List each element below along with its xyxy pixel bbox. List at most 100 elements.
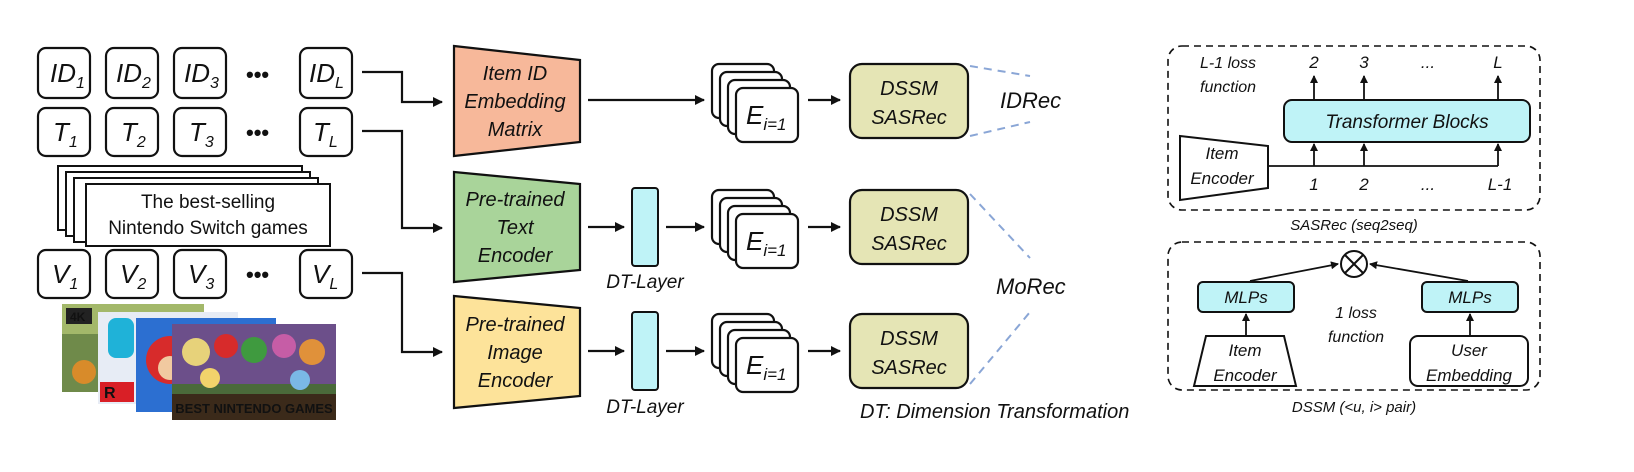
svg-text:Matrix: Matrix bbox=[488, 119, 543, 141]
id-token-2: ID2 bbox=[104, 46, 160, 100]
model-box-morec-image: DSSM SASRec bbox=[848, 312, 970, 390]
embedding-stack-image: Ei=1 bbox=[710, 312, 800, 394]
dt-layer-label-text: DT-Layer bbox=[606, 272, 684, 293]
svg-text:Ei=1: Ei=1 bbox=[746, 350, 787, 384]
game-banner-text: BEST NINTENDO GAMES bbox=[175, 401, 333, 416]
item-id-embedding-encoder: Item ID Embedding Matrix bbox=[452, 44, 582, 158]
image-token-1: V1 bbox=[36, 248, 92, 300]
dssm-loss-line1: 1 loss bbox=[1335, 305, 1377, 322]
game-image-stack: 4K R BEST NINTENDO GAMES bbox=[62, 304, 336, 420]
model-box-idrec: DSSM SASRec bbox=[848, 62, 970, 140]
svg-text:DSSM: DSSM bbox=[880, 78, 938, 100]
svg-text:Encoder: Encoder bbox=[478, 245, 554, 267]
svg-text:Encoder: Encoder bbox=[478, 370, 554, 392]
svg-text:...: ... bbox=[1421, 175, 1435, 194]
svg-text:TL: TL bbox=[313, 117, 338, 151]
morec-label: MoRec bbox=[996, 274, 1066, 299]
id-ellipsis: ••• bbox=[246, 62, 269, 87]
text-card-line1: The best-selling bbox=[141, 192, 275, 213]
image-token-2: V2 bbox=[104, 248, 160, 300]
svg-text:...: ... bbox=[1421, 53, 1435, 72]
svg-text:Pre-trained: Pre-trained bbox=[466, 189, 566, 211]
game-image-4: BEST NINTENDO GAMES bbox=[172, 324, 336, 420]
text-to-encoder-arrow bbox=[362, 129, 443, 233]
svg-text:SASRec: SASRec bbox=[871, 357, 947, 379]
svg-text:T1: T1 bbox=[53, 117, 78, 151]
text-token-L: TL bbox=[298, 106, 354, 158]
svg-text:L-1: L-1 bbox=[1488, 175, 1513, 194]
text-token-row: T1 T2 T3 ••• TL bbox=[36, 106, 354, 158]
mlp-right bbox=[1421, 281, 1519, 313]
svg-text:Encoder: Encoder bbox=[1213, 366, 1278, 385]
svg-text:DSSM: DSSM bbox=[880, 204, 938, 226]
transformer-blocks bbox=[1283, 99, 1531, 143]
svg-text:3: 3 bbox=[1359, 53, 1369, 72]
dssm-loss-line2: function bbox=[1328, 329, 1384, 346]
svg-text:IDL: IDL bbox=[309, 58, 344, 92]
svg-text:MLPs: MLPs bbox=[1448, 288, 1492, 307]
svg-text:V2: V2 bbox=[120, 259, 146, 293]
svg-text:DSSM: DSSM bbox=[880, 328, 938, 350]
text-ellipsis: ••• bbox=[246, 120, 269, 145]
svg-text:Embedding: Embedding bbox=[464, 91, 565, 113]
image-token-L: VL bbox=[298, 248, 354, 300]
svg-text:Item: Item bbox=[1228, 341, 1261, 360]
id-token-1: ID1 bbox=[36, 46, 92, 100]
embedding-stack-id: Ei=1 bbox=[710, 62, 800, 144]
text-token-3: T3 bbox=[172, 106, 228, 158]
svg-text:ID1: ID1 bbox=[50, 58, 85, 92]
text-token-1: T1 bbox=[36, 106, 92, 158]
svg-text:Embedding: Embedding bbox=[1426, 366, 1513, 385]
dssm-caption: DSSM (<u, i> pair) bbox=[1292, 399, 1416, 416]
svg-text:VL: VL bbox=[312, 259, 338, 293]
svg-text:User: User bbox=[1451, 341, 1488, 360]
idrec-link-bottom bbox=[969, 121, 1031, 137]
pretrained-image-encoder: Pre-trained Image Encoder bbox=[452, 294, 582, 410]
svg-text:R: R bbox=[104, 385, 116, 402]
dt-layer-text: DT-Layer bbox=[606, 187, 684, 293]
dssm-panel: MLPs MLPs 1 loss function Item Encoder U… bbox=[1167, 241, 1541, 416]
svg-text:MLPs: MLPs bbox=[1224, 288, 1268, 307]
text-description-stack: The best-selling Nintendo Switch games bbox=[57, 165, 331, 247]
sasrec-loss-line2: function bbox=[1200, 79, 1256, 96]
image-to-encoder-arrow bbox=[362, 271, 443, 357]
model-box-morec-text: DSSM SASRec bbox=[848, 188, 970, 266]
svg-text:SASRec: SASRec bbox=[871, 233, 947, 255]
dssm-item-encoder bbox=[1192, 335, 1298, 387]
id-to-encoder-arrow bbox=[362, 70, 443, 107]
transformer-blocks-label: Transformer Blocks bbox=[1325, 112, 1489, 133]
dt-note: DT: Dimension Transformation bbox=[860, 401, 1129, 423]
pretrained-text-encoder: Pre-trained Text Encoder bbox=[452, 170, 582, 284]
svg-text:1: 1 bbox=[1309, 175, 1318, 194]
svg-text:Item: Item bbox=[1205, 144, 1238, 163]
svg-text:SASRec: SASRec bbox=[871, 107, 947, 129]
svg-text:ID2: ID2 bbox=[116, 58, 151, 92]
svg-text:Text: Text bbox=[496, 217, 535, 239]
id-token-3: ID3 bbox=[172, 46, 228, 100]
morec-link-bottom bbox=[969, 311, 1031, 385]
svg-text:Encoder: Encoder bbox=[1190, 169, 1255, 188]
user-embedding bbox=[1409, 335, 1529, 387]
image-token-3: V3 bbox=[172, 248, 228, 300]
svg-text:T2: T2 bbox=[121, 117, 146, 151]
svg-text:ID3: ID3 bbox=[184, 58, 219, 92]
svg-text:Ei=1: Ei=1 bbox=[746, 100, 787, 134]
image-token-row: V1 V2 V3 ••• VL bbox=[36, 248, 354, 300]
svg-text:V1: V1 bbox=[52, 259, 78, 293]
sasrec-caption: SASRec (seq2seq) bbox=[1290, 217, 1418, 234]
id-token-L: IDL bbox=[298, 46, 354, 100]
badge-4k: 4K bbox=[70, 310, 86, 324]
svg-text:T3: T3 bbox=[189, 117, 214, 151]
sasrec-item-encoder bbox=[1179, 134, 1269, 202]
morec-link-top bbox=[969, 193, 1031, 259]
svg-text:Image: Image bbox=[487, 342, 543, 364]
text-token-2: T2 bbox=[104, 106, 160, 158]
id-token-row: ID1 ID2 ID3 ••• IDL bbox=[36, 46, 354, 100]
svg-text:Item ID: Item ID bbox=[483, 63, 547, 85]
idrec-link-top bbox=[969, 65, 1031, 77]
text-card-line2: Nintendo Switch games bbox=[108, 218, 308, 239]
mlp-left bbox=[1197, 281, 1295, 313]
embedding-stack-text: Ei=1 bbox=[710, 188, 800, 270]
svg-text:L: L bbox=[1493, 53, 1502, 72]
